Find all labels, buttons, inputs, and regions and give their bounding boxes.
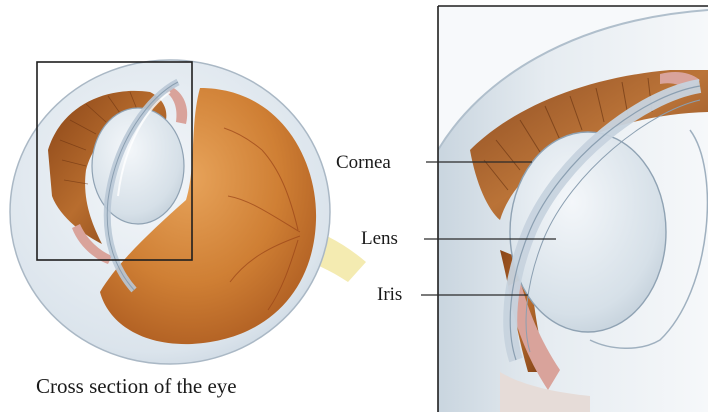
label-cornea: Cornea bbox=[336, 152, 391, 173]
label-iris: Iris bbox=[377, 284, 402, 305]
eye-cross-section-illustration bbox=[10, 60, 366, 364]
enlarged-view-illustration bbox=[438, 6, 708, 412]
diagram-caption: Cross section of the eye bbox=[36, 374, 237, 398]
label-lens: Lens bbox=[361, 228, 398, 249]
